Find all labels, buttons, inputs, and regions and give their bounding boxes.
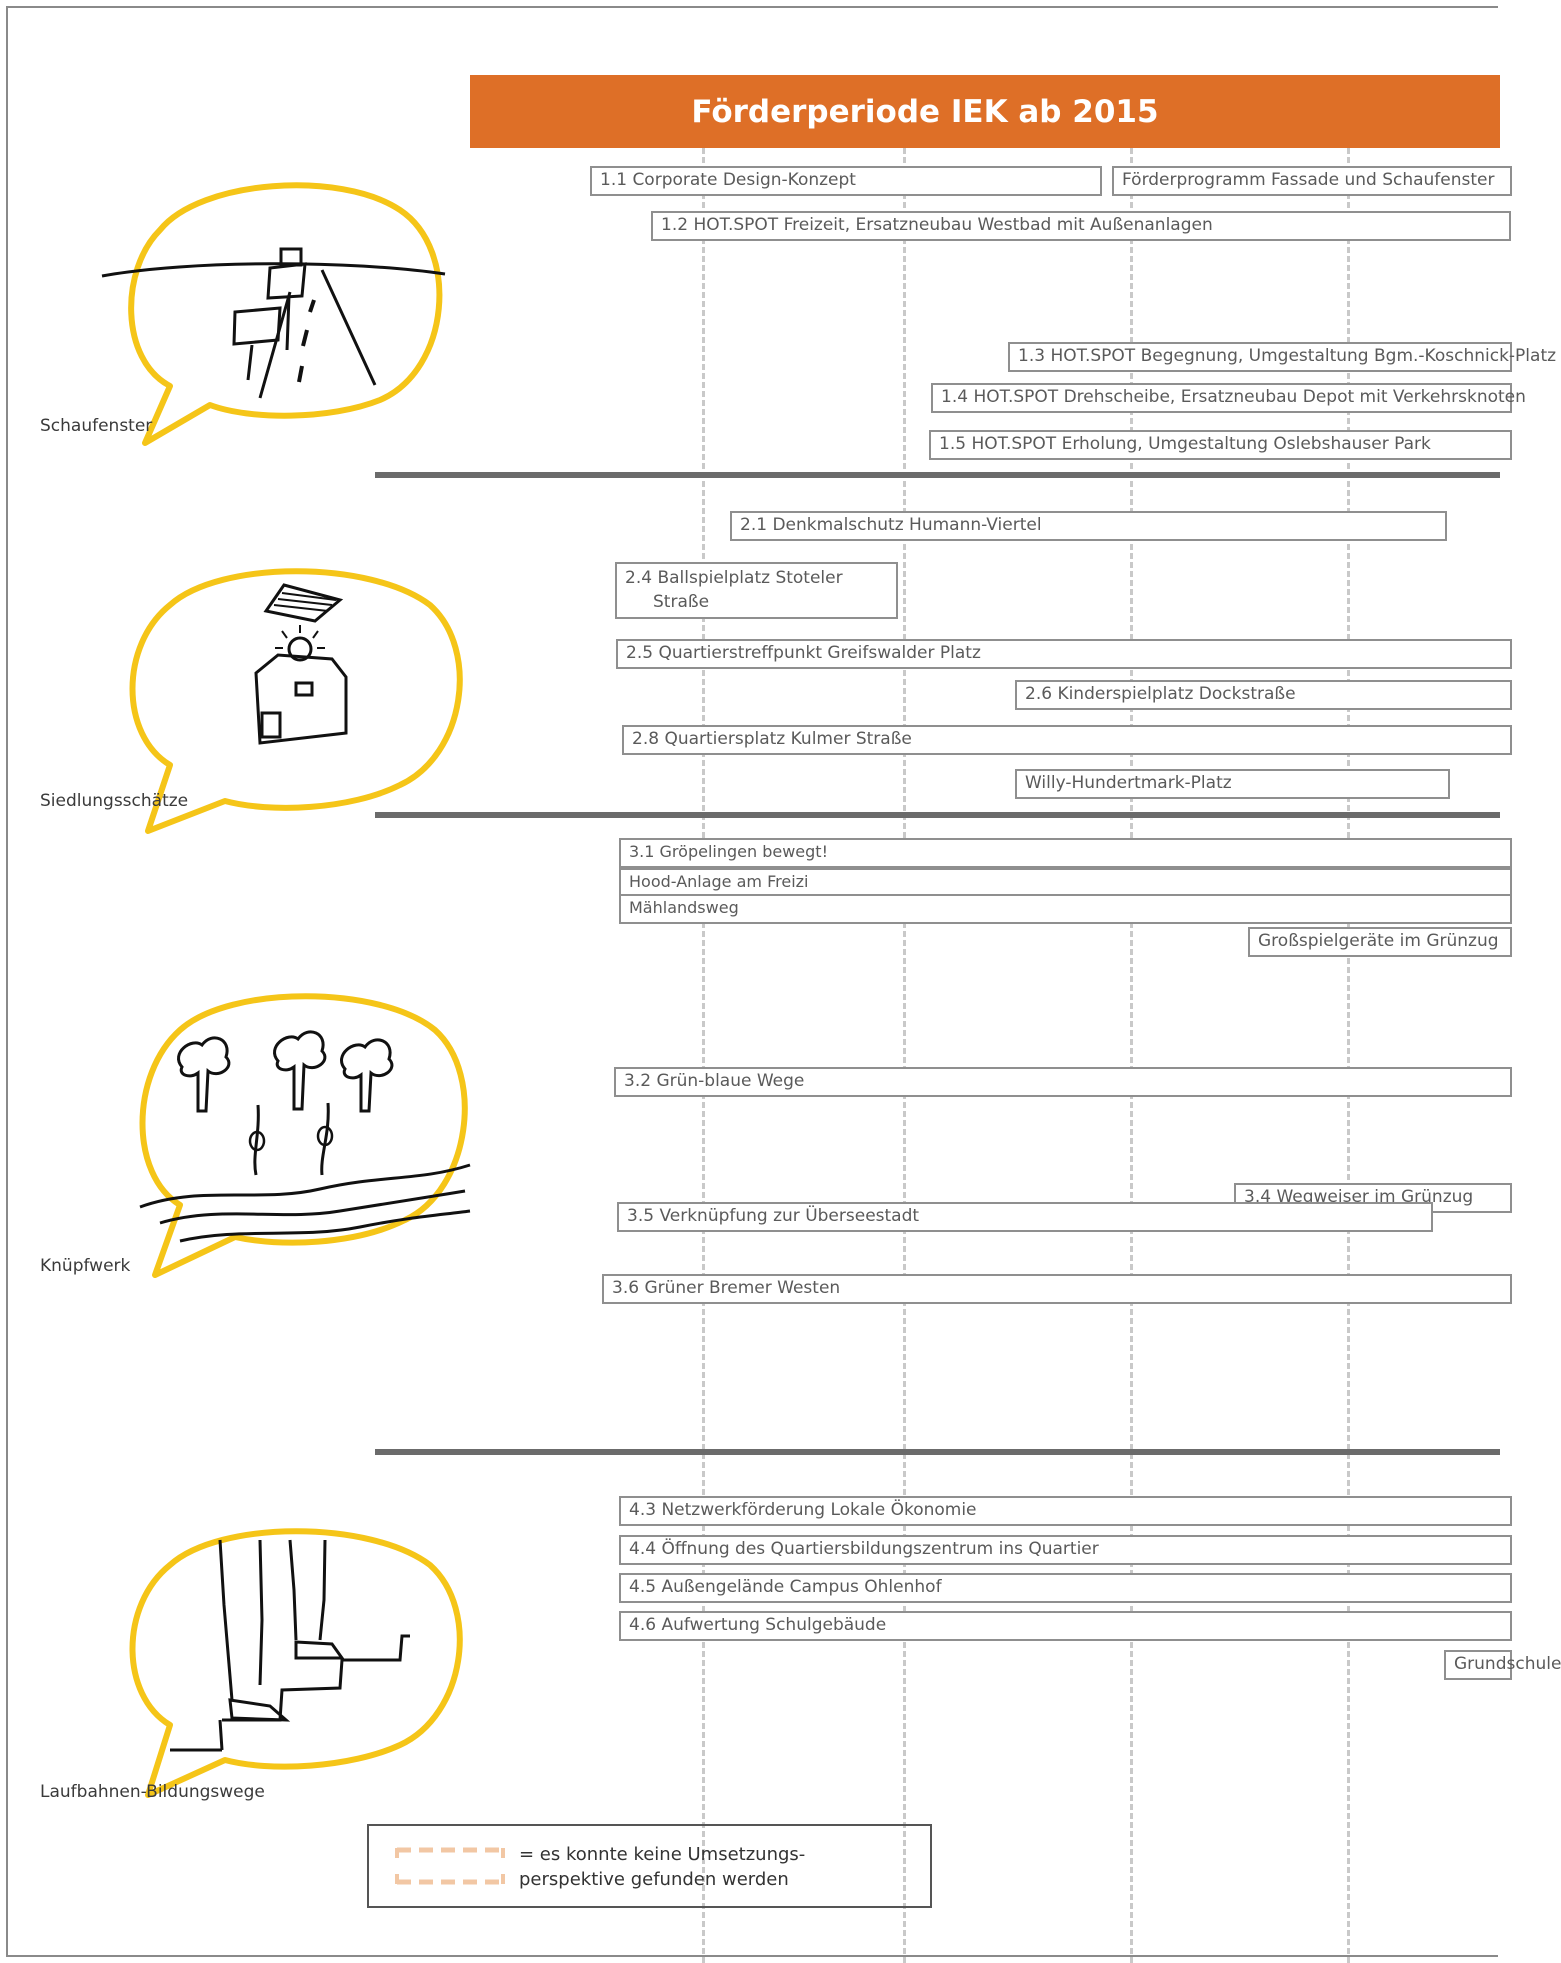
measure-bar-multiline: 2.4 Ballspielplatz Stoteler Straße — [615, 562, 898, 619]
measure-bar: 1.5 HOT.SPOT Erholung, Umgestaltung Osle… — [929, 430, 1512, 460]
timeline-gridline — [1130, 148, 1133, 1963]
stairs-steps-sketch-icon — [129, 1528, 463, 1798]
category-label: Laufbahnen-Bildungswege — [40, 1782, 265, 1802]
legend-text-line2: perspektive gefunden werden — [519, 1869, 789, 1890]
measure-bar: Hood-Anlage am Freizi — [619, 868, 1512, 898]
legend-box: = es konnte keine Umsetzungs- perspektiv… — [367, 1824, 932, 1908]
page-frame — [6, 6, 1498, 1957]
timeline-gridline — [702, 148, 705, 1963]
measure-bar-label-line2: Straße — [653, 592, 710, 612]
measure-bar: 4.6 Aufwertung Schulgebäude — [619, 1611, 1512, 1641]
category-label: Schaufenster — [40, 416, 153, 436]
category-label: Knüpfwerk — [40, 1256, 131, 1276]
house-sketch-icon — [129, 568, 463, 834]
measure-bar: 1.1 Corporate Design-Konzept — [590, 166, 1102, 196]
measure-bar: 1.4 HOT.SPOT Drehscheibe, Ersatzneubau D… — [931, 383, 1526, 413]
measure-bar: Willy-Hundertmark-Platz — [1015, 769, 1450, 799]
measure-bar: Grundschule — [1444, 1650, 1561, 1680]
section-separator — [375, 812, 1500, 818]
measure-bar: Großspielgeräte im Grünzug — [1248, 927, 1512, 957]
trees-river-sketch-icon — [139, 993, 471, 1278]
measure-bar: 2.5 Quartierstreffpunkt Greifswalder Pla… — [616, 639, 1512, 669]
measure-bar: 4.4 Öffnung des Quartiersbildungszentrum… — [619, 1535, 1512, 1565]
measure-bar: Förderprogramm Fassade und Schaufenster — [1112, 166, 1512, 196]
measure-bar: 3.1 Gröpelingen bewegt! — [619, 838, 1512, 868]
measure-bar: 3.2 Grün-blaue Wege — [614, 1067, 1512, 1097]
period-title: Förderperiode IEK ab 2015 — [691, 93, 1159, 130]
road-sign-sketch-icon — [101, 182, 446, 446]
measure-bar: Mählandsweg — [619, 894, 1512, 924]
category-label: Siedlungsschätze — [40, 791, 189, 811]
timeline-gridline — [1347, 148, 1350, 1963]
measure-bar: 2.1 Denkmalschutz Humann-Viertel — [730, 511, 1447, 541]
measure-bar: 2.8 Quartiersplatz Kulmer Straße — [622, 725, 1512, 755]
measure-bar: 4.3 Netzwerkförderung Lokale Ökonomie — [619, 1496, 1512, 1526]
measure-bar: 1.3 HOT.SPOT Begegnung, Umgestaltung Bgm… — [1008, 342, 1556, 372]
legend-dashed-swatch — [395, 1847, 505, 1885]
timeline-gridline — [903, 148, 906, 1963]
measure-bar: 2.6 Kinderspielplatz Dockstraße — [1015, 680, 1512, 710]
measure-bar: 3.5 Verknüpfung zur Überseestadt — [617, 1202, 1433, 1232]
timeline-diagram: Förderperiode IEK ab 2015 1.1 Corporate … — [6, 6, 1561, 1963]
section-separator — [375, 1449, 1500, 1455]
measure-bar: 1.2 HOT.SPOT Freizeit, Ersatzneubau West… — [651, 211, 1511, 241]
legend-text-line1: = es konnte keine Umsetzungs- — [519, 1844, 806, 1865]
measure-bar-label: 2.4 Ballspielplatz Stoteler — [625, 568, 843, 588]
measure-bar: 4.5 Außengelände Campus Ohlenhof — [619, 1573, 1512, 1603]
period-banner: Förderperiode IEK ab 2015 — [470, 75, 1500, 148]
section-separator — [375, 472, 1500, 478]
measure-bar: 3.6 Grüner Bremer Westen — [602, 1274, 1512, 1304]
